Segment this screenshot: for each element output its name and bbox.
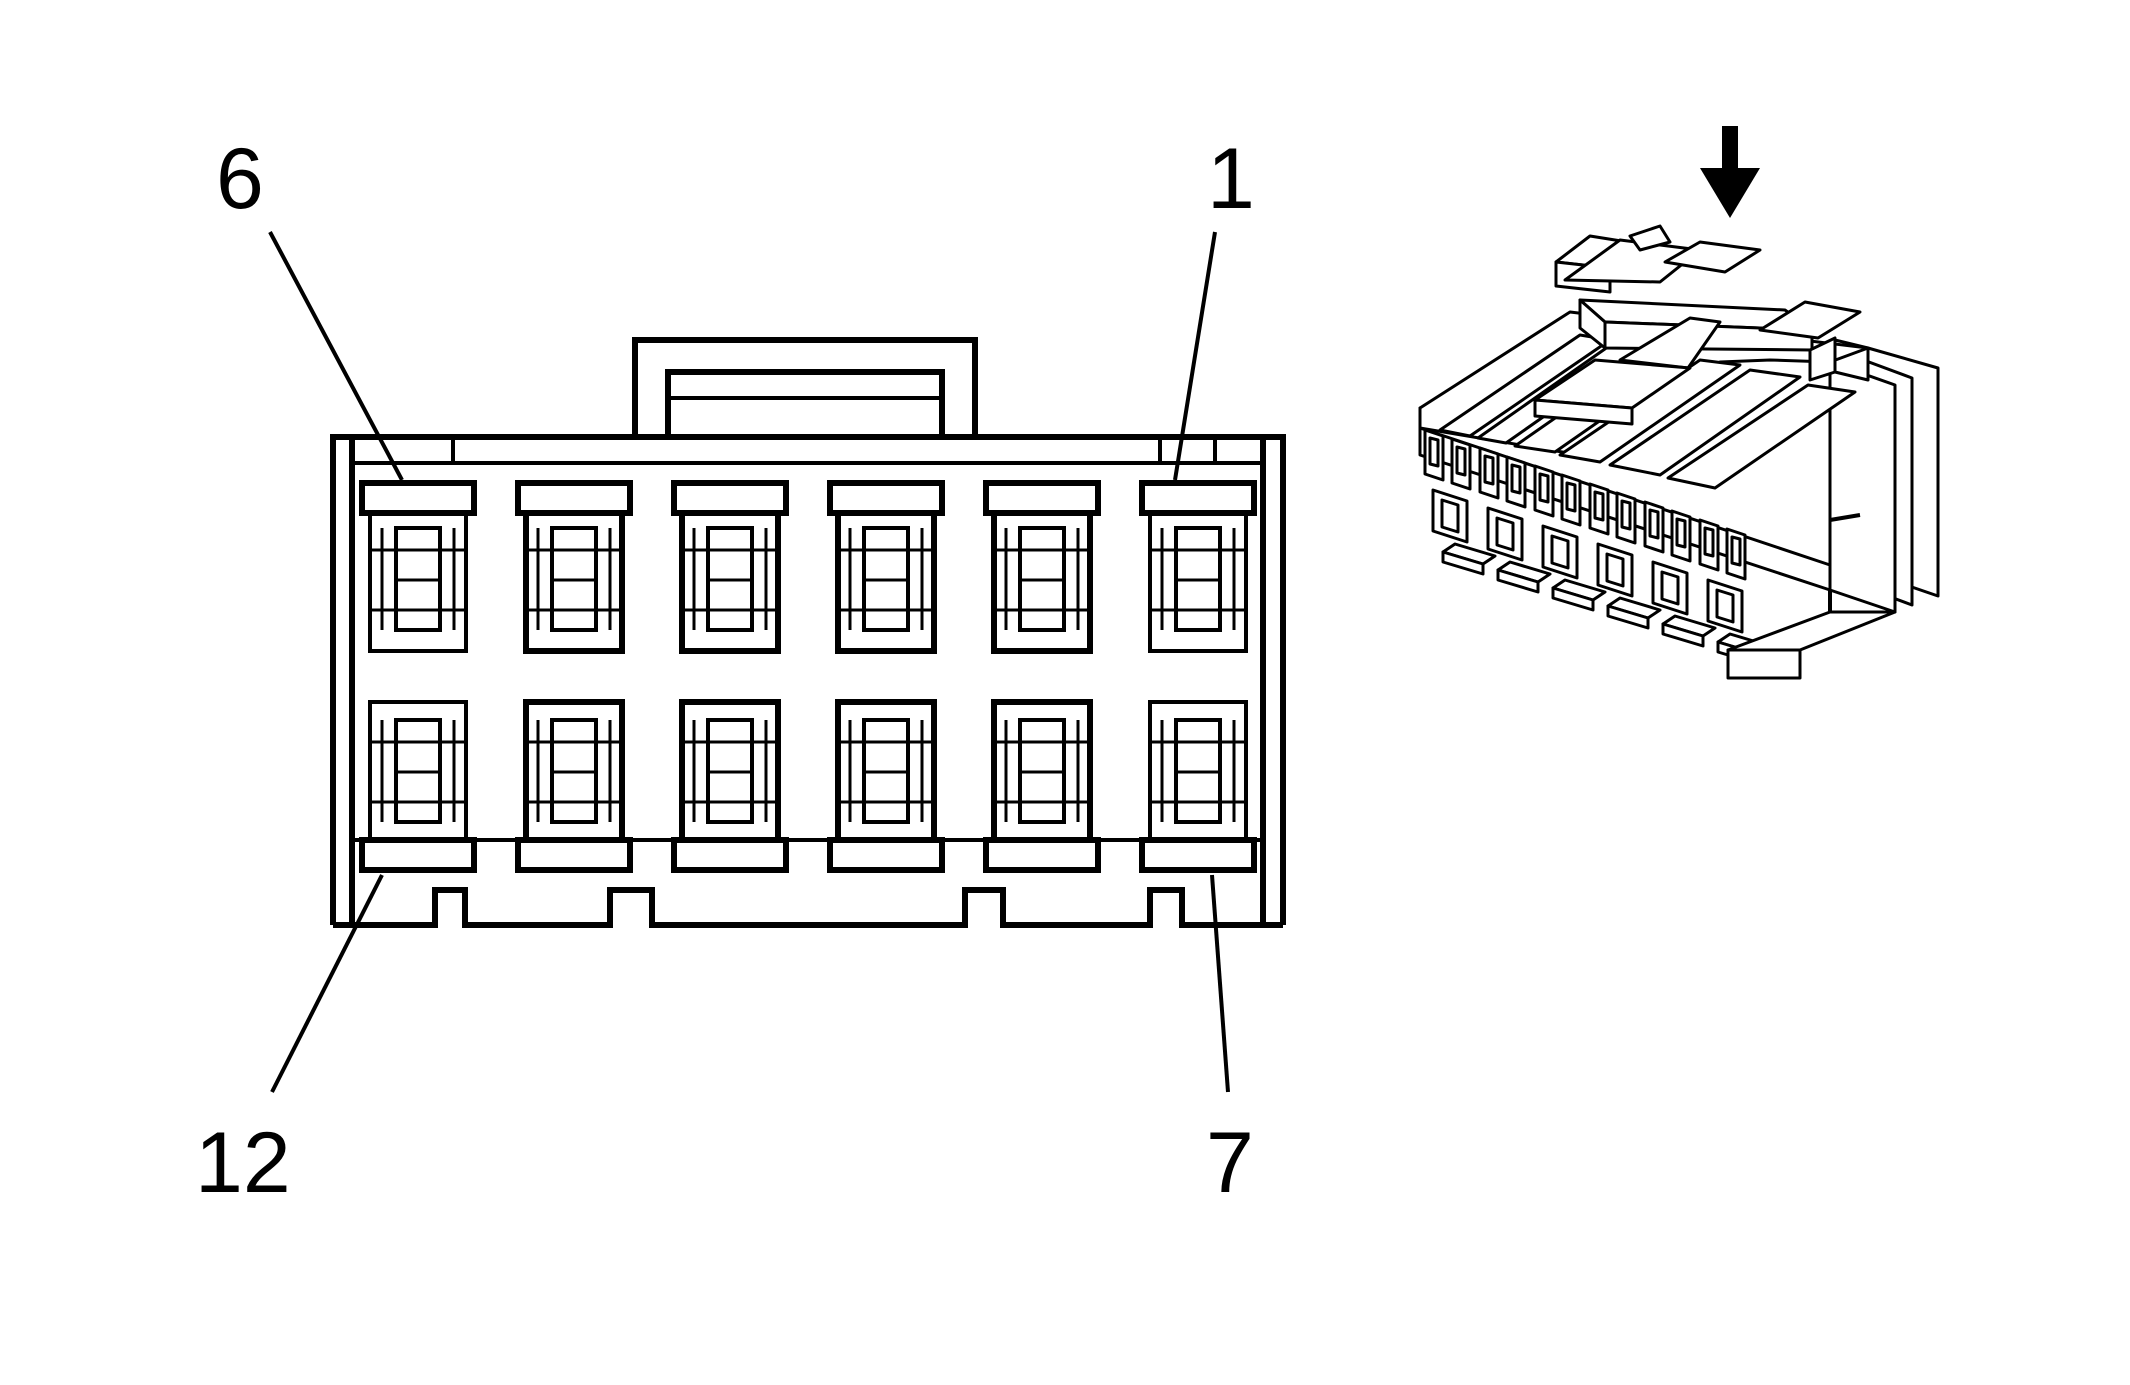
- pin-label-6: 6: [216, 131, 264, 227]
- cavity-4: [671, 480, 789, 654]
- leader-line-pin-1: [1173, 231, 1217, 481]
- pin-label-7: 7: [1206, 1115, 1254, 1211]
- cavity-8: [983, 699, 1101, 873]
- cavity-grid: [359, 480, 1257, 873]
- cavity-5: [515, 480, 633, 654]
- pin-label-12: 12: [195, 1115, 291, 1211]
- cavity-1: [1139, 480, 1257, 653]
- cavity-7: [1139, 700, 1257, 873]
- pin-leader-lines: [268, 231, 1230, 1093]
- cavity-6: [359, 480, 477, 653]
- connector-isometric-view: [1418, 126, 1940, 680]
- cavity-12: [359, 700, 477, 873]
- cavity-2: [983, 480, 1101, 654]
- down-arrow-icon: [1700, 126, 1760, 218]
- connector-face-view: 6 1 12 7: [195, 131, 1286, 1211]
- pin-label-1: 1: [1207, 131, 1255, 227]
- leader-line-pin-7: [1210, 874, 1230, 1093]
- cavity-3: [827, 480, 945, 654]
- connector-housing: [330, 434, 1286, 928]
- isometric-terminal-row: [1423, 428, 1772, 666]
- connector-latch: [632, 337, 978, 438]
- leader-line-pin-12: [270, 874, 384, 1093]
- cavity-9: [827, 699, 945, 873]
- cavity-10: [671, 699, 789, 873]
- leader-line-pin-6: [268, 231, 404, 481]
- cavity-11: [515, 699, 633, 873]
